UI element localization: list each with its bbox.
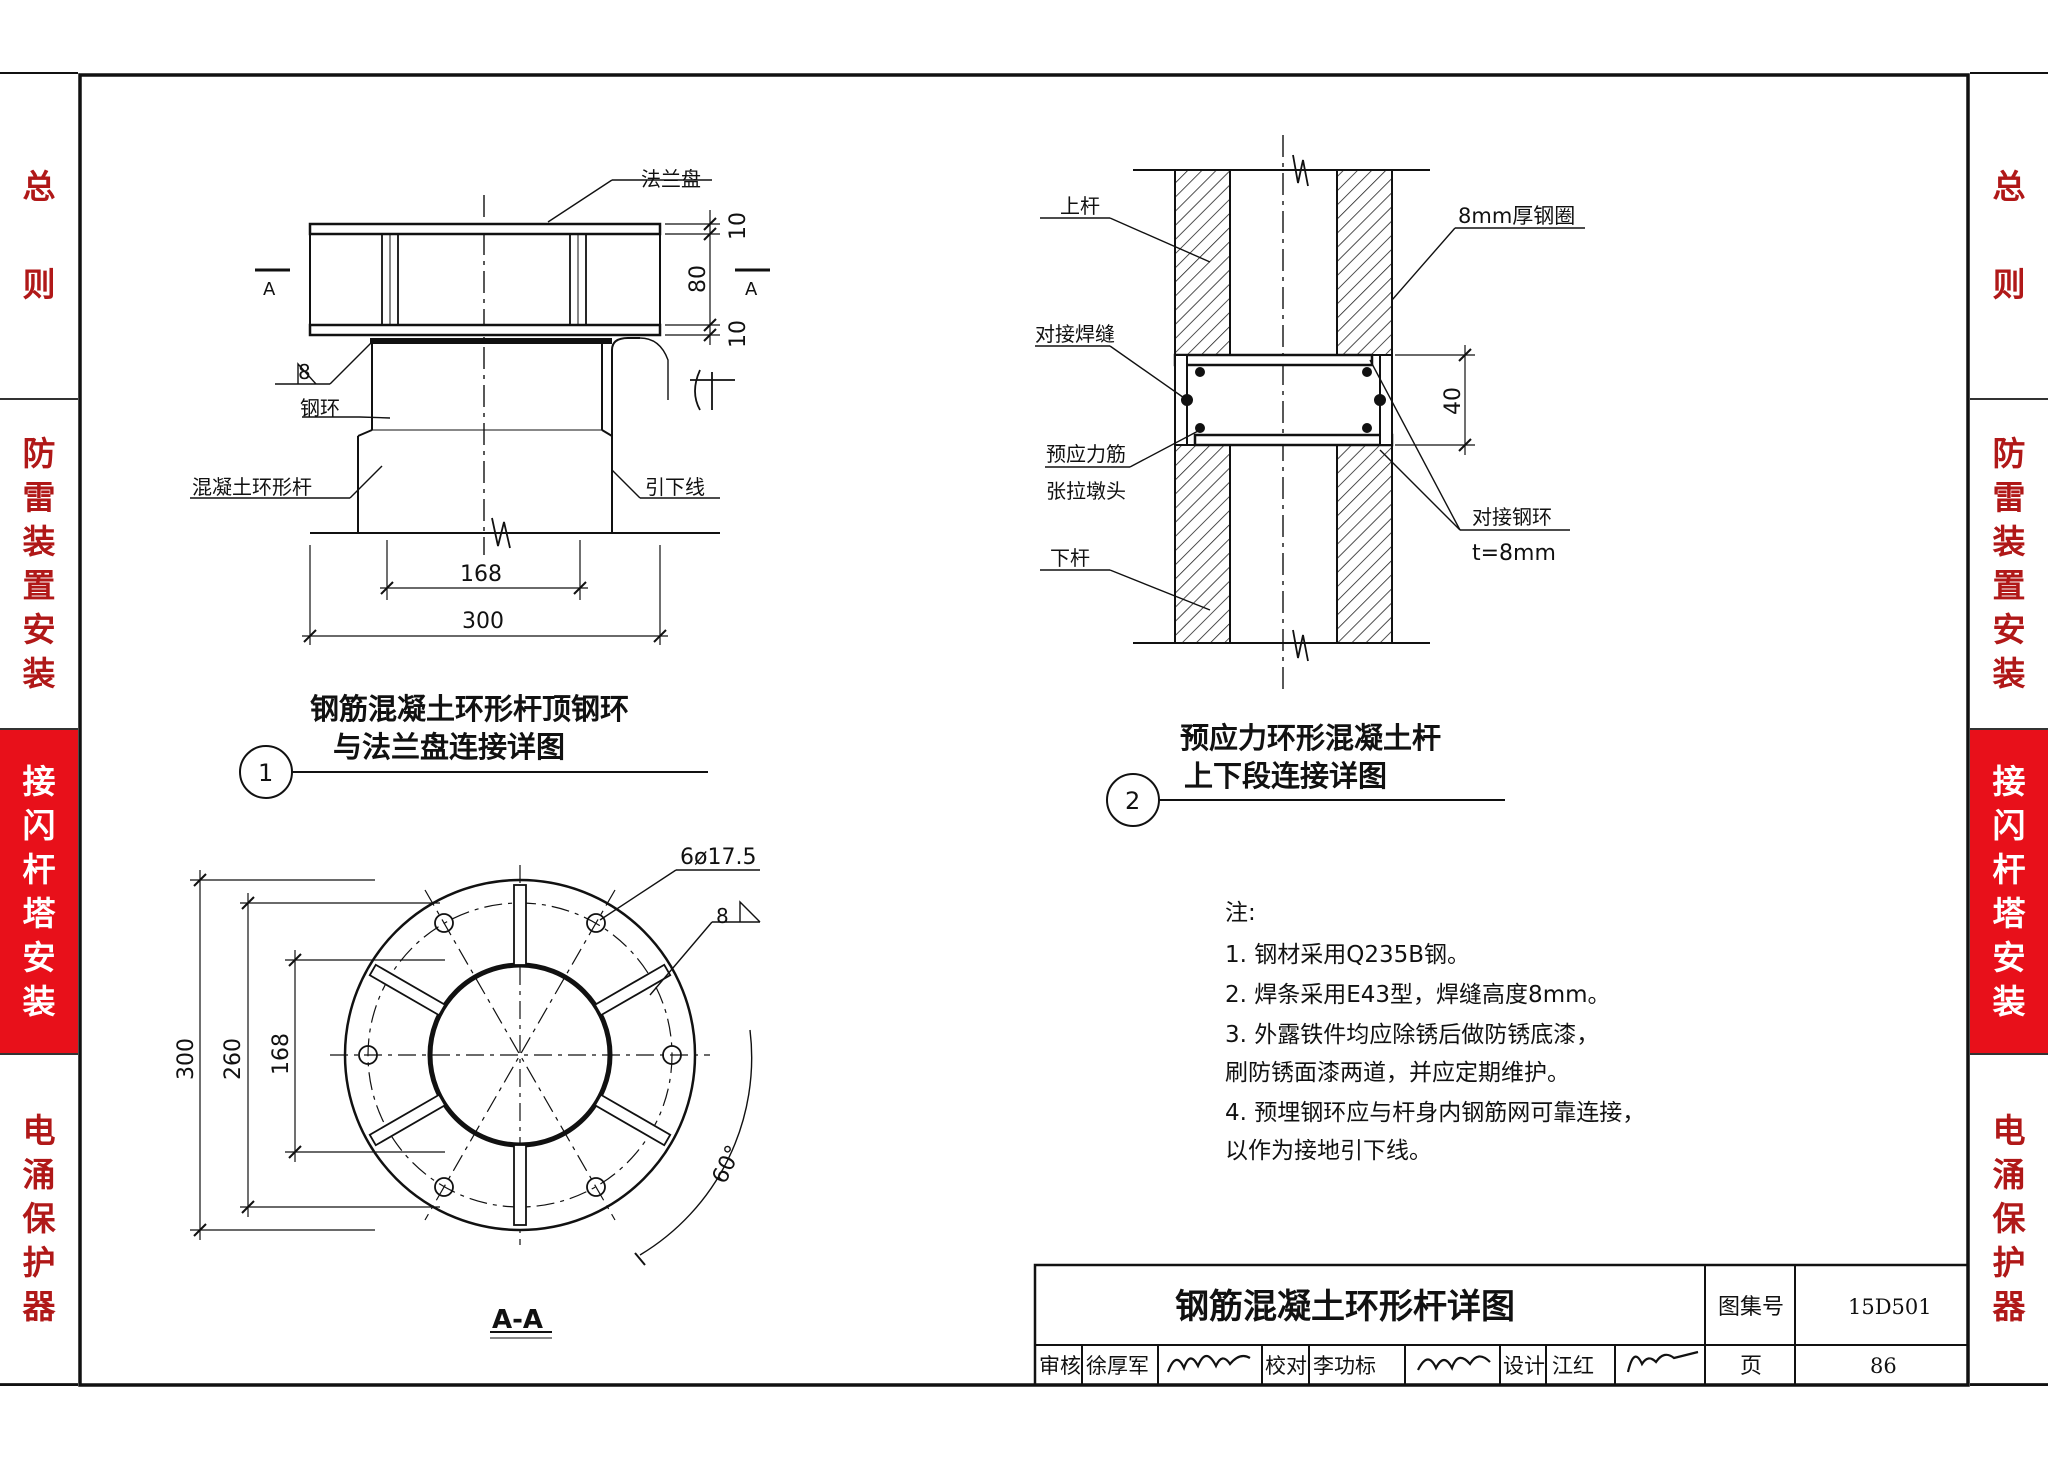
detail-2-labels: 上杆 8mm厚钢圈 对接焊缝 预应力筋 张拉墩头 下杆 对接钢环 t=8mm 4… <box>1035 194 1575 815</box>
label-8mm-steel-ring: 8mm厚钢圈 <box>1458 204 1575 228</box>
side-tab-left-2[interactable]: 防雷装置安装防雷装置安装 <box>0 400 78 730</box>
dim-40: 40 <box>1441 387 1466 415</box>
label-butt-ring: 对接钢环 <box>1472 505 1552 529</box>
design-label: 设计 <box>1503 1354 1545 1378</box>
label-steel-ring: 钢环 <box>300 396 340 420</box>
label-prestress-2: 张拉墩头 <box>1046 479 1126 503</box>
side-tab-left-1[interactable]: 总则总则 <box>0 73 78 400</box>
side-tab-right-4[interactable]: 电涌保护器电涌保护器 <box>1970 1055 2048 1385</box>
note-2: 2. 焊条采用E43型，焊缝高度8mm。 <box>1225 982 1611 1008</box>
label-weld-size-aa: 8 <box>716 904 729 928</box>
dim-10-bottom: 10 <box>726 320 751 348</box>
notes-block: 注: 1. 钢材采用Q235B钢。 2. 焊条采用E43型，焊缝高度8mm。 3… <box>1225 900 1645 1164</box>
label-holes: 6ø17.5 <box>680 845 756 870</box>
section-aa-drawing <box>190 865 761 1339</box>
section-aa-labels: 6ø17.5 8 60° 300 260 168 A-A <box>174 845 756 1335</box>
label-concrete-pole: 混凝土环形杆 <box>192 475 312 499</box>
label-weld-size-1: 8 <box>298 360 311 384</box>
note-4a: 4. 预埋钢环应与杆身内钢筋网可靠连接， <box>1225 1100 1645 1126</box>
note-3a: 3. 外露铁件均应除锈后做防锈底漆， <box>1225 1022 1599 1048</box>
detail-1-title-line1: 钢筋混凝土环形杆顶钢环 <box>310 692 629 726</box>
design-name: 江红 <box>1552 1354 1594 1378</box>
detail-2-number: 2 <box>1125 787 1140 815</box>
detail-2-title-line1: 预应力环形混凝土杆 <box>1180 721 1441 755</box>
notes-heading: 注: <box>1225 900 1256 926</box>
label-butt-weld: 对接焊缝 <box>1035 322 1115 346</box>
drawing-title: 钢筋混凝土环形杆详图 <box>1175 1287 1515 1327</box>
dim-80: 80 <box>686 265 711 293</box>
detail-1-labels: 法兰盘 8 钢环 混凝土环形杆 引下线 A A 10 80 10 168 300… <box>192 167 758 787</box>
label-flange: 法兰盘 <box>641 167 701 191</box>
label-upper-pole: 上杆 <box>1060 194 1100 218</box>
check-label: 校对 <box>1265 1354 1307 1378</box>
detail-2-drawing <box>1035 135 1585 827</box>
detail-1-number: 1 <box>258 759 273 787</box>
atlas-number: 15D501 <box>1848 1295 1932 1319</box>
section-aa-title: A-A <box>492 1305 543 1335</box>
label-down-conductor: 引下线 <box>645 475 705 499</box>
title-block <box>1033 1263 1970 1387</box>
signature-design <box>1626 1350 1699 1373</box>
dim-aa-300: 300 <box>174 1038 199 1080</box>
signature-check <box>1417 1355 1491 1371</box>
dim-aa-168: 168 <box>269 1033 294 1075</box>
drawing-frame <box>78 73 1970 1387</box>
section-mark-a-left: A <box>263 279 276 300</box>
note-1: 1. 钢材采用Q235B钢。 <box>1225 942 1470 968</box>
dim-10-top: 10 <box>726 212 751 240</box>
detail-2-title-line2: 上下段连接详图 <box>1184 759 1387 793</box>
page-number: 86 <box>1870 1354 1897 1378</box>
label-thickness: t=8mm <box>1472 541 1556 566</box>
label-lower-pole: 下杆 <box>1050 546 1090 570</box>
side-tab-right-3[interactable]: 接闪杆塔安装接闪杆塔安装 <box>1970 730 2048 1055</box>
signature-review <box>1166 1354 1251 1373</box>
atlas-label: 图集号 <box>1718 1295 1784 1320</box>
note-4b: 以作为接地引下线。 <box>1225 1138 1432 1164</box>
page-label: 页 <box>1740 1354 1762 1379</box>
note-3b: 刷防锈面漆两道，并应定期维护。 <box>1225 1060 1570 1086</box>
check-name: 李功标 <box>1313 1354 1376 1378</box>
dim-aa-260: 260 <box>221 1038 246 1080</box>
title-block-text: 钢筋混凝土环形杆详图 图集号 15D501 页 86 审核 徐厚军 校对 李功标… <box>1039 1287 1932 1379</box>
detail-1-title-line2: 与法兰盘连接详图 <box>333 730 565 764</box>
side-tab-left-4[interactable]: 电涌保护器电涌保护器 <box>0 1055 78 1385</box>
review-label: 审核 <box>1039 1354 1081 1378</box>
detail-1-drawing <box>190 179 770 799</box>
side-tab-right-1[interactable]: 总则总则 <box>1970 73 2048 400</box>
dim-300: 300 <box>462 609 504 634</box>
side-tab-right-2[interactable]: 防雷装置安装防雷装置安装 <box>1970 400 2048 730</box>
review-name: 徐厚军 <box>1086 1354 1149 1378</box>
dim-168: 168 <box>460 562 502 587</box>
section-mark-a-right: A <box>745 279 758 300</box>
label-angle-60: 60° <box>708 1142 747 1188</box>
side-tab-left-3[interactable]: 接闪杆塔安装接闪杆塔安装 <box>0 730 78 1055</box>
label-prestress-1: 预应力筋 <box>1046 442 1126 466</box>
